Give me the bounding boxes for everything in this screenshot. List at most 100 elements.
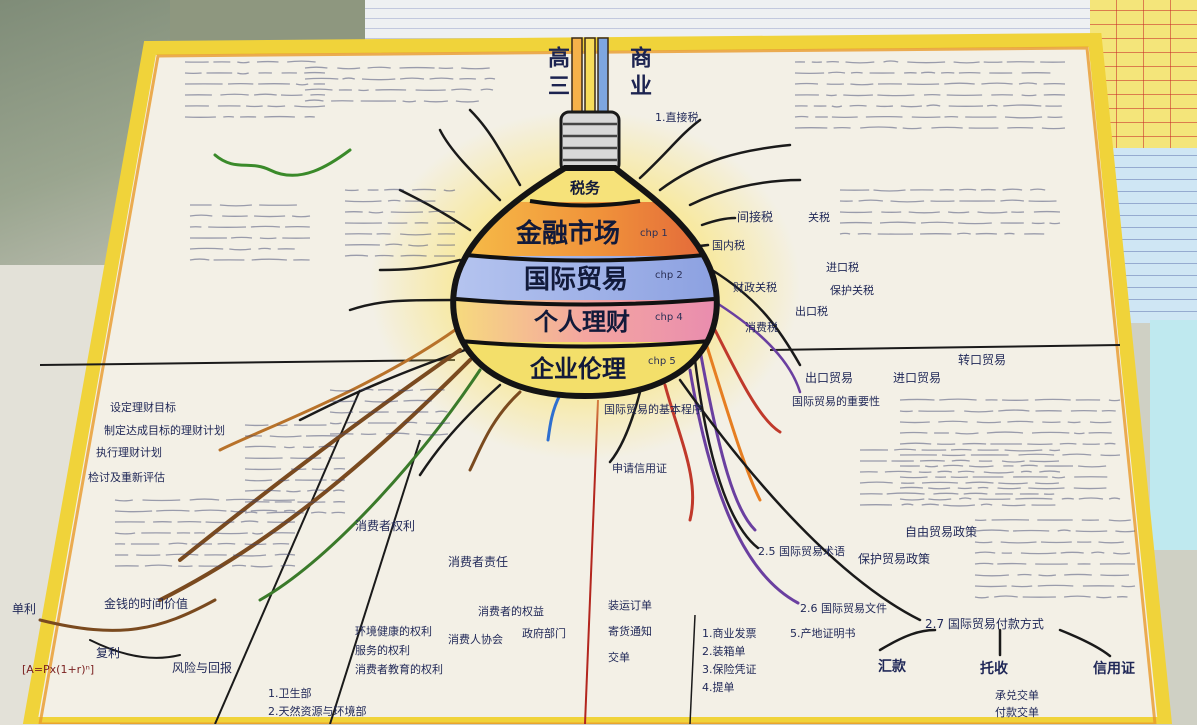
handwriting-stroke [220, 94, 248, 95]
handwriting-stroke [284, 510, 295, 511]
handwriting-stroke [998, 483, 1027, 484]
handwriting-stroke [1061, 552, 1084, 553]
label-agency: 1.卫生部 [268, 688, 312, 699]
handwriting-stroke [1018, 575, 1032, 576]
band-label-ethics: 企业伦理 [530, 355, 626, 383]
handwriting-stroke [1021, 465, 1038, 466]
label-plan-step: 检讨及重新评估 [88, 472, 165, 483]
handwriting-stroke [1049, 450, 1060, 451]
handwriting-stroke [843, 95, 873, 96]
label-consumer-association: 消费人协会 [448, 634, 503, 645]
handwriting-stroke [190, 248, 223, 249]
bulb-wire [585, 38, 595, 118]
handwriting-stroke [143, 500, 181, 501]
label-simple-interest: 单利 [12, 603, 36, 615]
label-consumer-right-item: 服务的权利 [355, 645, 410, 656]
handwriting-stroke [115, 511, 152, 512]
handwriting-stroke [254, 216, 285, 217]
handwriting-stroke [1035, 399, 1071, 400]
handwriting-stroke [795, 84, 818, 85]
handwriting-stroke [1015, 498, 1052, 499]
handwriting-stroke [1021, 553, 1056, 554]
handwriting-stroke [277, 425, 287, 426]
handwriting-stroke [1090, 422, 1111, 423]
handwriting-stroke [461, 68, 490, 69]
handwriting-stroke [998, 488, 1021, 489]
handwriting-stroke [398, 390, 413, 391]
band-label-tax: 税务 [570, 179, 601, 197]
handwriting-stroke [840, 233, 850, 234]
handwriting-stroke [957, 233, 971, 234]
label-trade-documents: 2.6 国际贸易文件 [800, 603, 887, 614]
handwriting-stroke [850, 106, 867, 107]
handwriting-stroke [286, 491, 300, 492]
label-plan-step: 制定达成目标的理财计划 [104, 425, 225, 436]
label-export-tax: 出口税 [795, 306, 828, 317]
handwriting-stroke [332, 512, 346, 513]
label-document-item: 3.保险凭证 [702, 664, 757, 675]
label-collection: 托收 [980, 662, 1008, 676]
label-indirect-tax: 间接税 [737, 211, 773, 223]
label-trade-importance: 国际贸易的重要性 [792, 396, 880, 407]
handwriting-stroke [245, 480, 272, 481]
handwriting-stroke [245, 490, 281, 491]
handwriting-stroke [1096, 597, 1111, 598]
handwriting-stroke [337, 68, 360, 69]
handwriting-stroke [1076, 531, 1108, 532]
handwriting-stroke [346, 422, 359, 423]
handwriting-stroke [260, 238, 277, 239]
handwriting-stroke [1115, 531, 1135, 532]
handwriting-stroke [958, 471, 974, 472]
handwriting-stroke [1050, 223, 1061, 224]
label-revenue-duty: 财政关税 [733, 282, 777, 293]
label-procedure-step: 申请信用证 [612, 463, 667, 474]
handwriting-stroke [375, 256, 394, 257]
handwriting-stroke [975, 586, 1007, 587]
label-letter-of-credit: 信用证 [1093, 662, 1135, 676]
handwriting-stroke [958, 488, 972, 489]
handwriting-stroke [987, 105, 998, 106]
label-import-tax: 进口税 [826, 262, 859, 273]
handwriting-stroke [345, 201, 382, 202]
handwriting-stroke [851, 73, 863, 74]
handwriting-stroke [1062, 498, 1074, 499]
handwriting-stroke [1060, 444, 1077, 445]
label-domestic-tax: 国内税 [712, 240, 745, 251]
handwriting-stroke [900, 399, 935, 400]
handwriting-stroke [901, 106, 922, 107]
label-free-trade-policy: 自由贸易政策 [905, 526, 977, 538]
handwriting-stroke [401, 255, 427, 256]
handwriting-stroke [245, 446, 276, 447]
label-export-trade: 出口贸易 [805, 372, 853, 384]
handwriting-stroke [156, 510, 189, 511]
handwriting-stroke [922, 482, 958, 483]
handwriting-stroke [1109, 400, 1120, 401]
label-government-department: 政府部门 [522, 628, 566, 639]
label-procedure-step: 装运订单 [608, 600, 652, 611]
band-chapter-ethics: chp 5 [648, 356, 676, 367]
handwriting-stroke [900, 422, 930, 423]
handwriting-stroke [1028, 488, 1064, 489]
handwriting-stroke [292, 216, 310, 217]
handwriting-stroke [267, 512, 304, 513]
label-time-value-of-money: 金钱的时间价值 [104, 598, 188, 610]
band-chapter-finance: chp 1 [640, 228, 668, 239]
handwriting-stroke [275, 554, 295, 555]
handwriting-stroke [1022, 95, 1037, 96]
handwriting-stroke [281, 565, 295, 566]
handwriting-stroke [900, 433, 927, 434]
handwriting-stroke [1035, 483, 1059, 484]
handwriting-stroke [251, 510, 277, 511]
label-plan-step: 设定理财目标 [110, 402, 176, 413]
band-chapter-personal-finance: chp 4 [655, 312, 683, 323]
handwriting-stroke [166, 554, 199, 555]
handwriting-stroke [938, 421, 967, 422]
handwriting-stroke [218, 544, 236, 545]
label-compound-interest: 复利 [96, 647, 120, 659]
handwriting-stroke [795, 117, 808, 118]
handwriting-stroke [1012, 586, 1033, 587]
label-consumer-duties: 消费者责任 [448, 556, 508, 568]
label-consumer-right-item: 环境健康的权利 [355, 626, 432, 637]
handwriting-stroke [951, 450, 972, 451]
